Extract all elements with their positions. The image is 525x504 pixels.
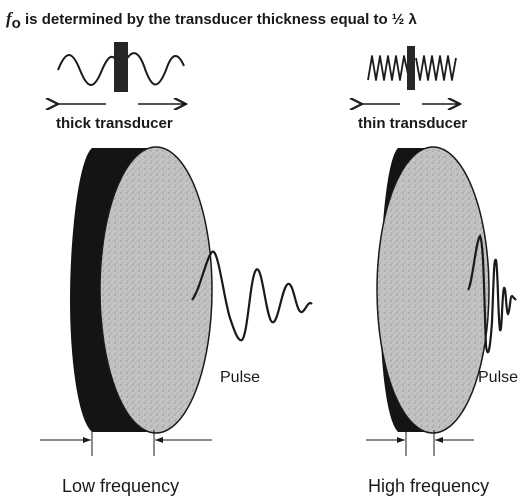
high-frequency-label: High frequency [368,476,489,496]
thin-transducer-label: thin transducer [358,115,467,132]
thick-dimension-markers [40,430,212,456]
thin-wave-line [367,55,457,81]
thick-transducer-block [114,42,128,92]
low-frequency-label: Low frequency [62,476,179,496]
thick-wave-illustration: thick transducer [56,42,186,132]
thick-wave-line [57,52,185,86]
high-frequency-pulse-label: Pulse [478,369,518,386]
title-subscript: o [12,15,21,32]
low-frequency-pulse-wave [191,250,313,342]
diagram-title: fo is determined by the transducer thick… [6,9,417,32]
low-frequency-pulse-label: Pulse [220,369,260,386]
high-frequency-pulse-wave [467,234,517,354]
thin-transducer-block [407,46,415,90]
title-text: is determined by the transducer thicknes… [21,11,418,28]
thick-disk [70,146,213,434]
thick-transducer-label: thick transducer [56,115,173,132]
thin-disk-face [376,146,490,434]
thin-disk [376,146,490,434]
thin-dimension-markers [366,430,474,456]
thin-wave-illustration: thin transducer [358,46,467,132]
thick-disk-face [99,146,213,434]
title-symbol: f [6,9,14,28]
